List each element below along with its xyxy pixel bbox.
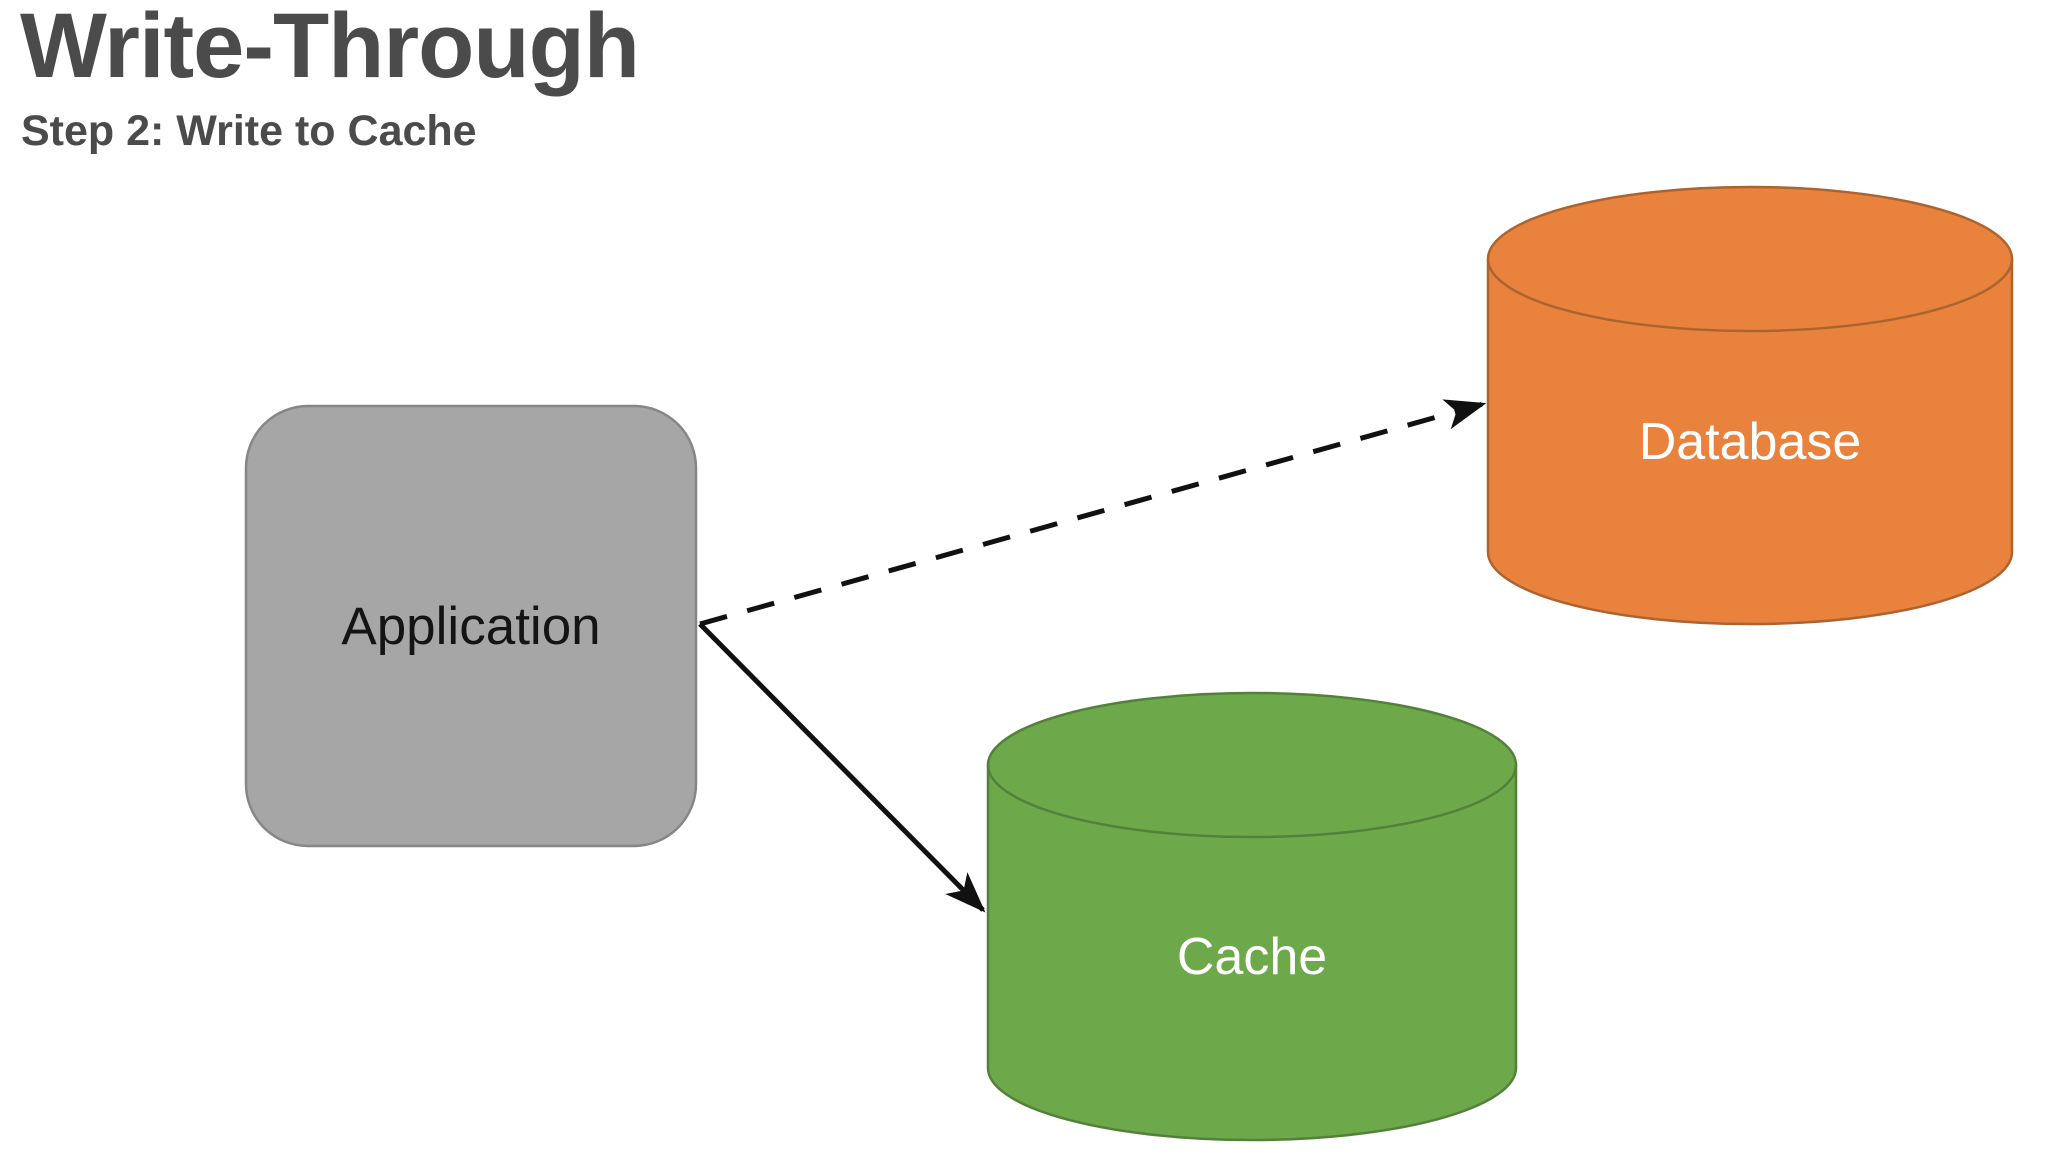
database-cylinder-seam xyxy=(1486,258,2014,333)
page-title: Write-Through xyxy=(20,0,640,97)
arrow-application-to-cache xyxy=(698,622,986,913)
database-cylinder xyxy=(1486,185,2014,626)
arrow-application-to-database xyxy=(699,399,1487,627)
cache-cylinder xyxy=(986,691,1518,1142)
cache-cylinder-seam xyxy=(986,764,1518,839)
application-node xyxy=(244,404,698,848)
page-subtitle: Step 2: Write to Cache xyxy=(21,107,477,155)
